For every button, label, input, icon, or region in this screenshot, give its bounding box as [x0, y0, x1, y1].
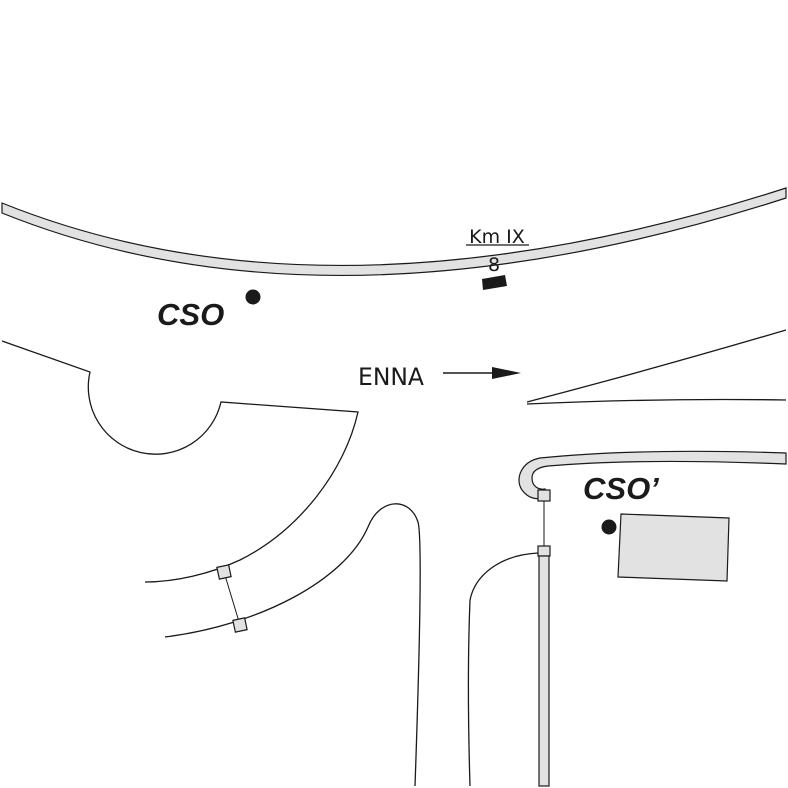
middle-road: [467, 552, 539, 787]
cso-prime-label: CSO’: [583, 471, 659, 506]
lower-curve: [164, 503, 421, 787]
enna-label: ENNA: [358, 363, 425, 391]
hook-track: [518, 450, 787, 500]
link-box-lower: [232, 617, 248, 633]
cso-point: [245, 289, 261, 305]
direction-arrow-head: [492, 367, 521, 379]
main-track: [1, 187, 787, 277]
right-road-upper: [526, 329, 787, 403]
link-line: [223, 571, 241, 626]
right-road-lower: [526, 398, 787, 405]
building: [617, 513, 730, 582]
km-label: Km IX: [469, 226, 525, 248]
cso-prime-point: [601, 519, 617, 535]
left-boundary: [1, 340, 359, 583]
cso-label: CSO: [157, 297, 224, 332]
vertical-track-box: [537, 545, 551, 557]
km-value: 8: [488, 254, 500, 276]
km-marker: [482, 275, 507, 290]
vertical-track: [538, 555, 550, 787]
link-box-upper: [216, 564, 232, 580]
hook-track-end-box: [537, 489, 551, 502]
